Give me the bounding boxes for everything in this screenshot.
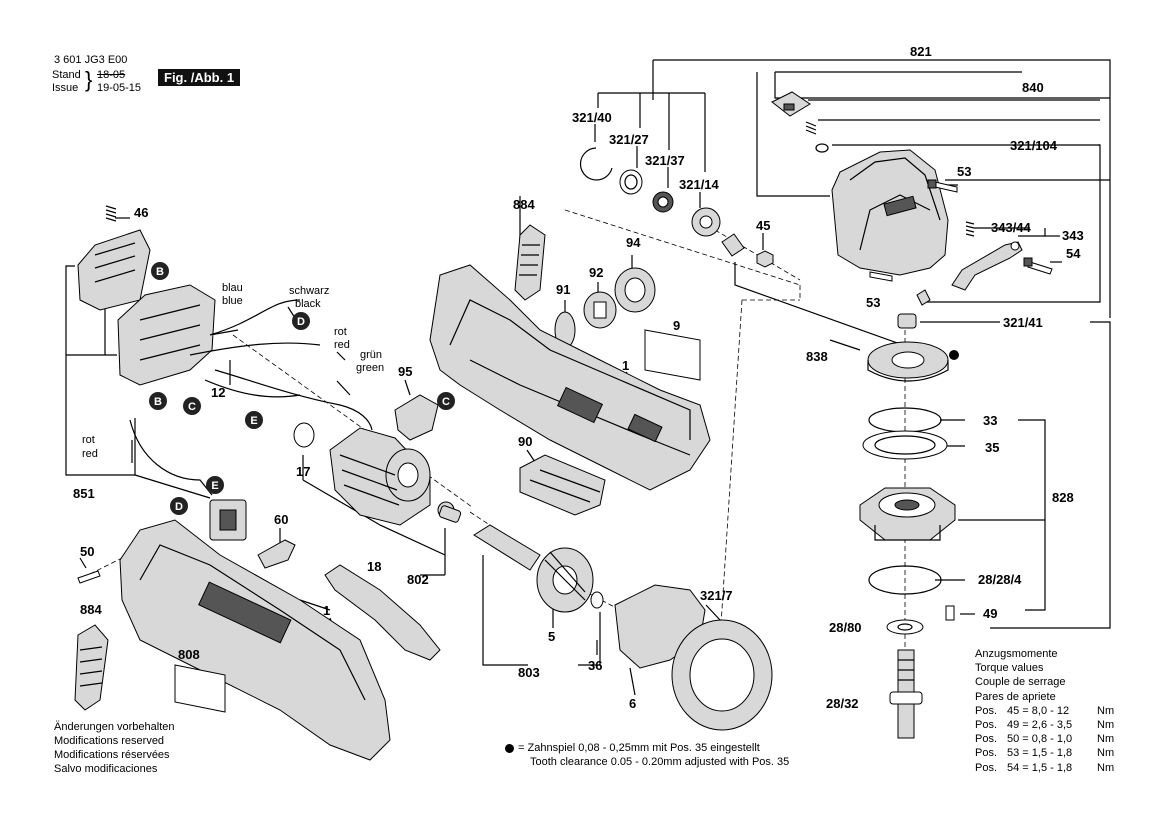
doc-number: 3 601 JG3 E00 (54, 54, 128, 66)
wire-label-black: black (295, 298, 321, 310)
stand-value: 18-05 (97, 69, 126, 81)
label-1: 1 (622, 358, 629, 373)
label-321-104: 321/104 (1010, 138, 1058, 153)
label-94: 94 (626, 235, 641, 250)
label-803: 803 (518, 665, 540, 680)
brace: } (85, 67, 93, 92)
wire-labels: blau blue schwarz black rot red grün gre… (82, 282, 384, 460)
label-808: 808 (178, 647, 200, 662)
torque-title-en: Torque values (975, 662, 1044, 675)
connector-e: E (211, 480, 218, 492)
changes-fr: Modifications réservées (54, 749, 170, 761)
changes-en: Modifications reserved (54, 735, 165, 747)
wire-label-blue: blue (222, 295, 243, 307)
figure-label: Fig. /Abb. 1 (158, 69, 241, 86)
connector-b: B (154, 396, 162, 408)
label-60: 60 (274, 512, 288, 527)
wire-label-schwarz: schwarz (289, 285, 329, 297)
label-321-27: 321/27 (609, 132, 649, 147)
torque-title-de: Anzugsmomente (975, 648, 1058, 660)
label-33: 33 (983, 413, 997, 428)
label-28-28-4: 28/28/4 (978, 572, 1022, 587)
torque-table: Anzugsmomente Torque values Couple de se… (975, 647, 1114, 775)
label-53: 53 (866, 295, 880, 310)
label-1: 1 (323, 603, 330, 618)
connector-markers: B C D E B C E D (149, 262, 455, 515)
label-50: 50 (80, 544, 94, 559)
label-49: 49 (983, 606, 997, 621)
changes-de: Änderungen vorbehalten (54, 721, 175, 733)
wire-label-red: red (82, 448, 98, 460)
stand-label: Stand (52, 69, 81, 81)
label-343-44: 343/44 (991, 220, 1032, 235)
label-840: 840 (1022, 80, 1044, 95)
wire-label-rot: rot (82, 434, 95, 446)
connector-c: C (442, 396, 450, 408)
label-91: 91 (556, 282, 570, 297)
label-45: 45 (756, 218, 770, 233)
label-802: 802 (407, 572, 429, 587)
label-838: 838 (806, 349, 828, 364)
label-5: 5 (548, 629, 555, 644)
label-90: 90 (518, 434, 532, 449)
label-92: 92 (589, 265, 603, 280)
wire-label-gruen: grün (360, 349, 382, 361)
wire-label-red: red (334, 339, 350, 351)
label-35: 35 (985, 440, 999, 455)
label-884: 884 (80, 602, 102, 617)
wire-label-blau: blau (222, 282, 243, 294)
connector-c: C (188, 401, 196, 413)
changes-es: Salvo modificaciones (54, 763, 158, 775)
label-828: 828 (1052, 490, 1074, 505)
label-321-41: 321/41 (1003, 315, 1043, 330)
label-321-40: 321/40 (572, 110, 612, 125)
label-321-7: 321/7 (700, 588, 733, 603)
footnote-de: Zahnspiel 0,08 - 0,25mm mit Pos. 35 eing… (527, 742, 760, 754)
label-884: 884 (513, 197, 535, 212)
footnote-eq: = (518, 742, 525, 754)
wire-label-rot: rot (334, 326, 347, 338)
label-321-37: 321/37 (645, 153, 685, 168)
footnote-en: Tooth clearance 0.05 - 0.20mm adjusted w… (530, 756, 790, 768)
label-46: 46 (134, 205, 148, 220)
connector-d: D (297, 316, 305, 328)
issue-value: 19-05-15 (97, 82, 142, 94)
label-53: 53 (957, 164, 971, 179)
label-12: 12 (211, 385, 225, 400)
leader-lines (65, 59, 1111, 696)
label-28-80: 28/80 (829, 620, 862, 635)
label-851: 851 (73, 486, 95, 501)
label-343: 343 (1062, 228, 1084, 243)
right-column-parts (771, 91, 1053, 739)
modifications-note: Änderungen vorbehalten Modifications res… (54, 720, 174, 776)
connector-e: E (250, 415, 257, 427)
label-9: 9 (673, 318, 680, 333)
part-labels: 821 840 321/104 53 343/44 343 54 53 321/… (73, 44, 1084, 711)
label-6: 6 (629, 696, 636, 711)
issue-label: Issue (52, 82, 79, 94)
connector-d: D (175, 501, 183, 513)
label-54: 54 (1066, 246, 1081, 261)
torque-title-es: Pares de apriete (975, 690, 1056, 703)
label-28-32: 28/32 (826, 696, 859, 711)
label-18: 18 (367, 559, 381, 574)
label-36: 36 (588, 658, 602, 673)
label-95: 95 (398, 364, 412, 379)
label-17: 17 (296, 464, 310, 479)
tooth-clearance-note: = Zahnspiel 0,08 - 0,25mm mit Pos. 35 ei… (505, 741, 789, 769)
label-821: 821 (910, 44, 932, 59)
torque-title-fr: Couple de serrage (975, 676, 1066, 689)
left-parts (74, 205, 773, 761)
middle-upper-parts (394, 147, 774, 516)
bullet-dot-icon (505, 743, 514, 753)
connector-b: B (156, 266, 164, 278)
label-321-14: 321/14 (679, 177, 720, 192)
wire-label-green: green (356, 362, 384, 374)
